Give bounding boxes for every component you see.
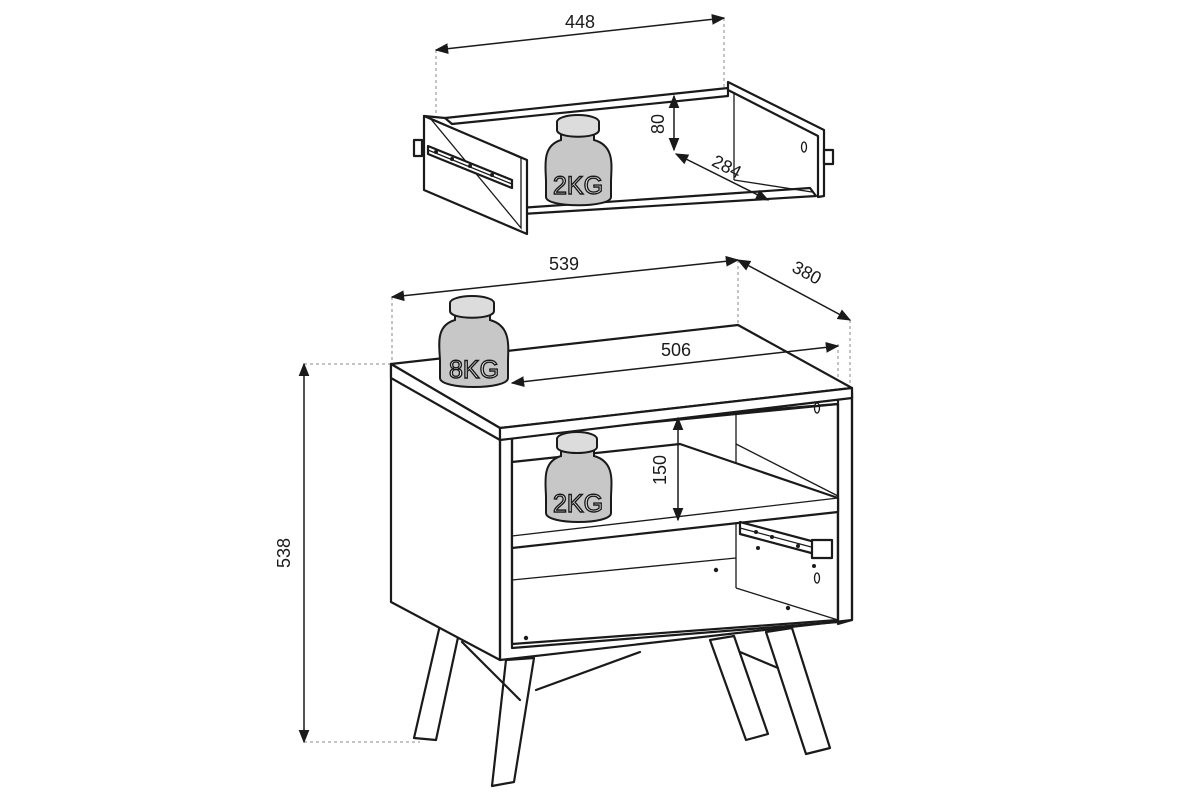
cabinet-shelf-weight-icon: 2KG [544, 431, 613, 523]
cabinet-lower-rail [511, 557, 737, 581]
drawer-depth-label: 284 [709, 151, 745, 182]
cabinet-width-label: 539 [549, 254, 579, 274]
drawer-depth-dimension-line [674, 153, 770, 201]
cabinet-runner-screw-5 [812, 564, 816, 568]
cabinet-right-hole-bottom [813, 572, 821, 584]
drawer-weight-icon: 2KG [544, 114, 613, 207]
cabinet-front-left-leg [490, 656, 536, 788]
cabinet-bottom-screw-2 [785, 605, 791, 611]
drawer-side-hole [800, 141, 808, 153]
drawer-width-dimension-line [434, 13, 726, 55]
drawer-runner-screw-2 [450, 157, 454, 161]
cabinet-depth-label: 380 [789, 257, 825, 289]
cabinet-top-weight-icon: 8KG [438, 295, 510, 388]
cabinet-left-leg-brace [460, 640, 522, 702]
cabinet-runner-stopper [810, 538, 834, 560]
drawer-runner-clip [822, 148, 835, 166]
drawer-runner-screw-1 [434, 150, 438, 154]
cabinet-depth-dimension-line [736, 259, 852, 321]
drawer-runner-screw-3 [468, 164, 472, 168]
cabinet-front-right-leg [764, 626, 832, 756]
cabinet-right-inner-diagonal-lower [735, 587, 839, 621]
cabinet-inner-width-label: 506 [661, 340, 691, 360]
cabinet-right-hole-top [813, 402, 821, 414]
drawer-weight-label: 2KG [553, 172, 603, 200]
cabinet-runner-screw-2 [770, 535, 774, 539]
cabinet-bottom-screw-1 [713, 567, 719, 573]
drawer-back-panel [443, 86, 730, 126]
drawer-right-side-panel [726, 80, 826, 199]
cabinet-right-leg-brace [738, 650, 780, 670]
cabinet-front-inner-opening [510, 402, 840, 650]
cabinet-width-dimension-line [390, 255, 740, 302]
cabinet-top-panel-right-edge [498, 386, 854, 442]
cabinet-runner-screw-1 [754, 530, 758, 534]
cabinet-right-inner-diagonal-upper [735, 443, 839, 497]
cabinet-drawing: 539 380 506 538 150 8KG 2KG [274, 254, 854, 788]
cabinet-bottom-screw-3 [523, 635, 529, 641]
drawer-runner-screw-4 [490, 173, 494, 177]
cabinet-runner-screw-3 [756, 546, 760, 550]
drawer-runner-stopper [412, 138, 424, 158]
drawer-drawing: 448 80 284 2KG [412, 12, 835, 236]
cabinet-runner-screw-4 [796, 544, 800, 548]
drawer-height-label: 80 [648, 114, 668, 134]
cabinet-top-weight-label: 8KG [449, 356, 499, 384]
cabinet-back-right-leg [708, 634, 770, 742]
cabinet-right-side-panel [836, 390, 854, 626]
cabinet-front-leg-brace [534, 650, 642, 692]
cabinet-shelf-gap-label: 150 [650, 455, 670, 485]
drawer-width-label: 448 [565, 12, 595, 32]
cabinet-shelf-weight-label: 2KG [553, 490, 603, 518]
cabinet-back-left-leg [412, 623, 462, 742]
drawer-left-top-edge [422, 114, 447, 120]
cabinet-inner-width-dimension-line [510, 342, 840, 387]
cabinet-height-label: 538 [274, 538, 294, 568]
